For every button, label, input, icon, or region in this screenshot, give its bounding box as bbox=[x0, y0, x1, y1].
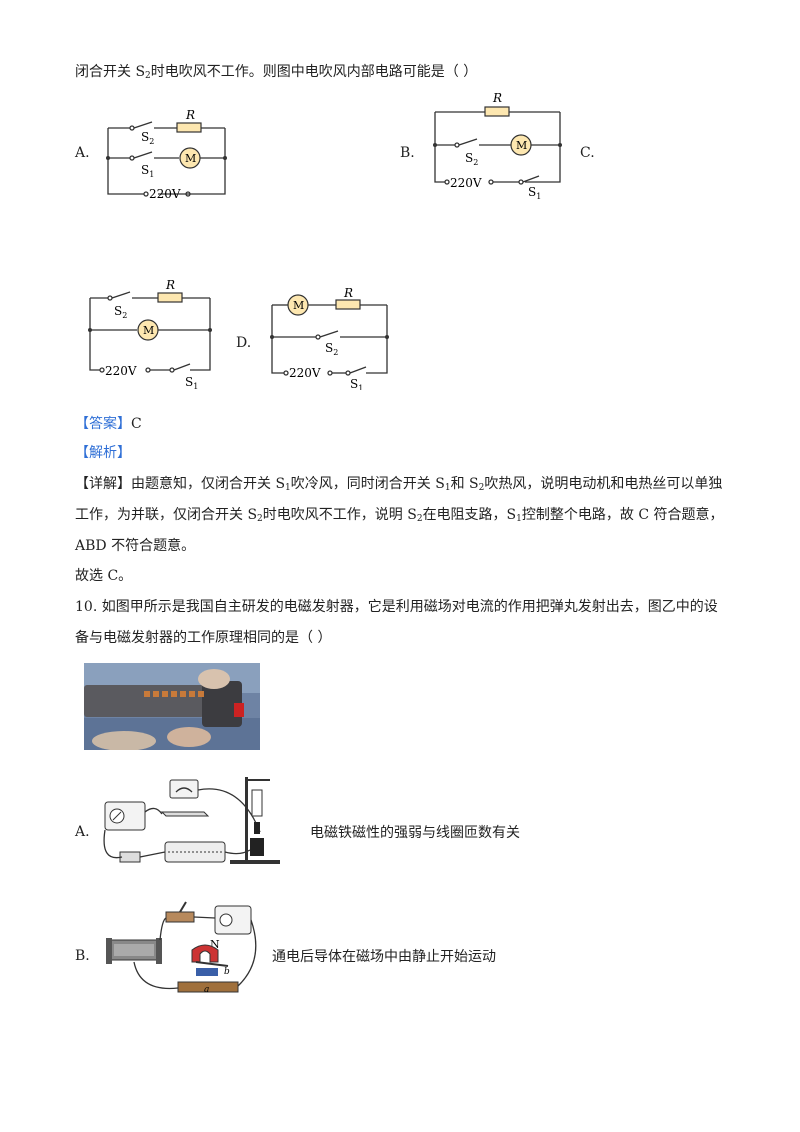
question-10-line-1: 10. 如图甲所示是我国自主研发的电磁发射器，它是利用磁场对电流的作用把弹丸发射… bbox=[75, 599, 718, 615]
svg-text:220V: 220V bbox=[105, 364, 137, 378]
option-10b-label: B. bbox=[75, 948, 90, 964]
svg-text:S1: S1 bbox=[185, 375, 198, 390]
resistor-icon bbox=[335, 299, 361, 310]
svg-text:M: M bbox=[185, 152, 196, 165]
detail-line-1: 【详解】由题意知，仅闭合开关 S1吹冷风，同时闭合开关 S1和 S2吹热风，说明… bbox=[75, 476, 723, 493]
svg-text:S2: S2 bbox=[465, 151, 478, 167]
terminal-icon bbox=[185, 191, 191, 197]
svg-text:M: M bbox=[143, 324, 154, 337]
option-10b-text: 通电后导体在磁场中由静止开始运动 bbox=[272, 949, 496, 965]
svg-text:S1: S1 bbox=[350, 377, 363, 390]
stand-pole bbox=[245, 777, 248, 862]
resistor-icon bbox=[176, 122, 202, 133]
switch-icon bbox=[165, 911, 195, 923]
option-d-label: D. bbox=[236, 335, 252, 351]
detail-line-4: 故选 C。 bbox=[75, 568, 133, 584]
svg-text:R: R bbox=[165, 278, 175, 292]
svg-text:M: M bbox=[293, 299, 304, 312]
option-10a-text: 电磁铁磁性的强弱与线圈匝数有关 bbox=[310, 825, 520, 841]
svg-text:R: R bbox=[492, 91, 502, 105]
electromagnet-apparatus bbox=[103, 777, 280, 864]
question-9-stem: 闭合开关 S2时电吹风不工作。则图中电吹风内部电路可能是（ ） bbox=[75, 64, 478, 81]
detail-line-2: 工作，为并联，仅闭合开关 S2时电吹风不工作，说明 S2在电阻支路，S1控制整个… bbox=[75, 507, 724, 524]
circuit-d-diagram: M R S2 220V S1 bbox=[270, 286, 389, 390]
ammeter-icon bbox=[169, 779, 199, 799]
north-pole-label: N bbox=[210, 938, 220, 951]
svg-text:220V: 220V bbox=[450, 176, 482, 190]
resistor-icon bbox=[484, 106, 510, 117]
switch-s2-label: S2 bbox=[141, 130, 154, 146]
option-a-label: A. bbox=[75, 145, 90, 161]
option-c-label: C. bbox=[580, 145, 595, 161]
launcher-photo bbox=[84, 663, 260, 750]
electromagnet-icon bbox=[250, 838, 264, 856]
question-10-line-2: 备与电磁发射器的工作原理相同的是（ ） bbox=[75, 630, 332, 646]
svg-text:S2: S2 bbox=[114, 304, 127, 320]
circuit-a-diagram: R S2 M S1 220V bbox=[106, 108, 227, 200]
analysis-tag: 【解析】 bbox=[75, 445, 131, 461]
svg-text:M: M bbox=[516, 139, 527, 152]
answer-line: 【答案】C bbox=[75, 416, 142, 432]
voltage-label: 220V bbox=[149, 187, 181, 200]
option-b-label: B. bbox=[400, 145, 415, 161]
resistor-icon bbox=[157, 292, 183, 303]
switch-s1-label: S1 bbox=[141, 163, 154, 179]
svg-text:R: R bbox=[343, 286, 353, 300]
resistor-label: R bbox=[185, 108, 195, 122]
svg-text:a: a bbox=[204, 985, 209, 995]
detail-line-3: ABD 不符合题意。 bbox=[75, 538, 196, 554]
option-10a-label: A. bbox=[75, 824, 90, 840]
spring-scale-icon bbox=[251, 789, 263, 817]
answer-tag: 【答案】 bbox=[75, 416, 131, 432]
circuit-b-diagram: R M S2 220V S1 bbox=[433, 91, 562, 200]
svg-text:S1: S1 bbox=[528, 185, 541, 200]
motor-principle-apparatus: N b a bbox=[106, 901, 257, 995]
magnet-icon bbox=[191, 944, 219, 963]
circuit-c-diagram: R S2 M 220V S1 bbox=[88, 278, 212, 390]
svg-text:S2: S2 bbox=[325, 341, 338, 357]
svg-text:b: b bbox=[224, 967, 230, 977]
svg-text:220V: 220V bbox=[289, 366, 321, 380]
